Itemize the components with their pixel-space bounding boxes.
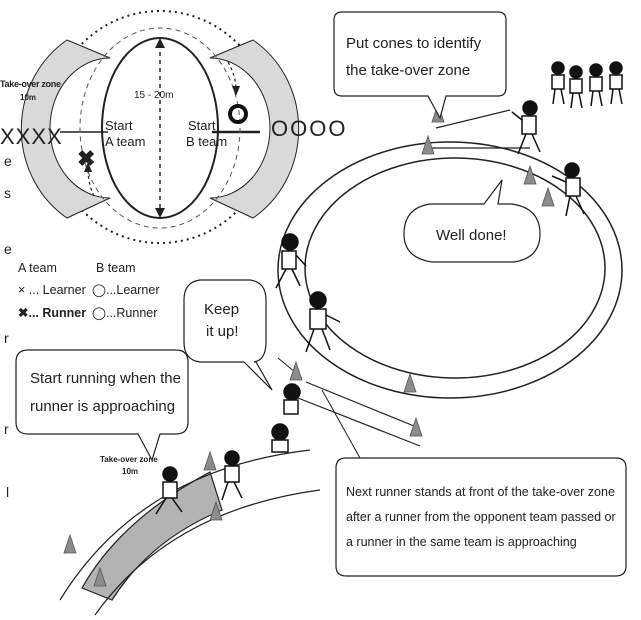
take-over-zone-top-label: Take-over zone <box>0 79 61 89</box>
cone-icon <box>403 372 417 393</box>
cone-icon <box>409 416 423 437</box>
runner-figure-icon <box>275 233 307 289</box>
legend-b-learner: ◯...Learner <box>92 283 160 298</box>
track-schematic: ✖ 15 - 20m Start A team Start B team Tak… <box>0 10 347 500</box>
bubble-cones-line-1: Put cones to identify <box>346 35 482 52</box>
b-team-queue: OOOO <box>271 116 347 141</box>
left-edge-fragment-1: e <box>4 153 12 169</box>
legend-b-team-title: B team <box>96 261 136 275</box>
bubble-well-done: Well done! <box>403 179 541 263</box>
bubble-next-line-2: after a runner from the opponent team pa… <box>346 510 616 524</box>
cone-icon <box>541 186 555 207</box>
start-a-label-2: A team <box>105 134 145 149</box>
children <box>155 61 623 515</box>
bubble-cones: Put cones to identify the take-over zone <box>333 11 507 120</box>
bottom-curve-inner <box>94 489 321 616</box>
bottom-zone-line-2 <box>297 397 421 447</box>
legend-a-team-title: A team <box>18 261 57 275</box>
bubble-next-line-1: Next runner stands at front of the take-… <box>346 485 615 499</box>
direction-arrow-right <box>227 61 237 91</box>
distance-label: 15 - 20m <box>134 90 173 101</box>
pointer-line <box>321 389 361 459</box>
middle-lane <box>79 27 241 229</box>
child-figure-icon <box>589 63 603 107</box>
left-take-over-zone <box>20 39 111 219</box>
runner-figure-icon <box>305 291 341 353</box>
direction-arrowhead-right <box>232 86 240 96</box>
bubble-start-line-1: Start running when the <box>30 370 181 387</box>
legend: A team B team × ... Learner ◯...Learner … <box>18 261 160 321</box>
a-team-queue: XXXX <box>0 124 63 149</box>
child-figure-icon <box>569 65 583 109</box>
child-figure-icon <box>551 61 565 105</box>
left-edge-fragment-2: s <box>4 185 11 201</box>
bottom-zone-line-1 <box>305 381 415 427</box>
cone-icon <box>289 360 303 381</box>
bubble-start-line-2: runner is approaching <box>30 398 175 415</box>
cone-icon <box>209 500 223 521</box>
left-edge-fragment-4: r <box>4 330 9 346</box>
take-over-zone-bottom-label: Take-over zone <box>100 455 158 464</box>
runner-figure-icon <box>155 466 183 515</box>
bubble-next-runner: Next runner stands at front of the take-… <box>335 457 627 577</box>
cone-icon <box>63 533 77 554</box>
start-b-label-1: Start <box>188 118 216 133</box>
inner-lane-line <box>304 157 606 379</box>
take-over-zone-top-length: 10m <box>20 93 36 102</box>
bubble-start-running: Start running when the runner is approac… <box>15 349 189 462</box>
cone-icon <box>203 450 217 471</box>
top-zone-line-1 <box>435 109 511 129</box>
legend-a-learner: × ... Learner <box>18 283 86 297</box>
kneeling-child-icon <box>271 383 301 453</box>
start-b-label-2: B team <box>186 134 227 149</box>
left-edge-fragment-6: l <box>6 484 9 500</box>
runner-figure-icon <box>511 100 541 155</box>
a-team-runner-icon: ✖ <box>77 146 95 171</box>
distance-arrow-head-bottom <box>155 208 165 218</box>
left-edge-fragment-5: r <box>4 421 9 437</box>
legend-a-runner: ✖... Runner <box>18 306 86 320</box>
right-take-over-zone <box>209 39 300 219</box>
outer-lane-line <box>277 141 623 399</box>
bubble-keep-line-2: it up! <box>206 323 239 340</box>
bubble-keep-it-up: Keep it up! <box>183 279 273 391</box>
bubble-cones-line-2: the take-over zone <box>346 62 470 79</box>
bubble-keep-line-1: Keep <box>204 301 239 318</box>
start-a-label-1: Start <box>105 118 133 133</box>
bottom-lane: Take-over zone 10m <box>59 449 321 616</box>
main-track <box>277 109 623 459</box>
b-team-runner-icon <box>228 104 248 124</box>
legend-b-runner: ◯...Runner <box>92 306 157 321</box>
direction-arrowhead-left <box>84 162 92 172</box>
bubble-well-done-text: Well done! <box>436 227 507 244</box>
left-edge-fragment-3: e <box>4 241 12 257</box>
take-over-zone-bottom-length: 10m <box>122 467 138 476</box>
cone-icon <box>421 134 435 155</box>
runner-figure-icon <box>551 162 585 217</box>
distance-arrow-head-top <box>155 38 165 48</box>
runner-figure-icon <box>221 450 243 501</box>
cone-icon <box>93 566 107 587</box>
bubble-next-line-3: a runner in the same team is approaching <box>346 535 577 549</box>
cone-icon <box>523 164 537 185</box>
child-figure-icon <box>609 61 623 105</box>
